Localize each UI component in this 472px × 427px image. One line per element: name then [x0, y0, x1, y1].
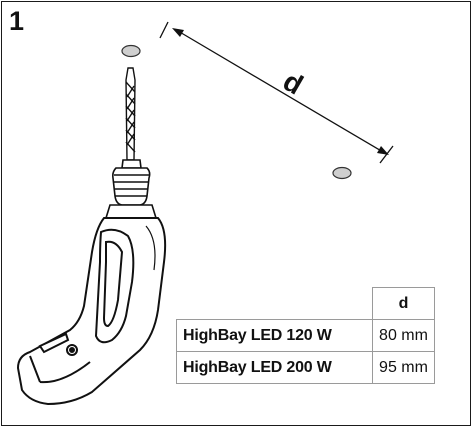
table-cell-model: HighBay LED 200 W: [176, 351, 373, 384]
drill-bit: [125, 67, 136, 161]
table-row: HighBay LED 200 W 95 mm: [176, 351, 435, 384]
drill-body: [16, 217, 167, 406]
table-cell-value: 95 mm: [372, 351, 435, 384]
table-row: HighBay LED 120 W 80 mm: [176, 319, 435, 352]
drill-hole-mark-right: [332, 166, 352, 180]
spec-table: d HighBay LED 120 W 80 mm HighBay LED 20…: [176, 287, 435, 384]
table-cell-model: HighBay LED 120 W: [176, 319, 373, 352]
table-header-row: d: [176, 287, 435, 320]
drill-chuck: [104, 159, 158, 219]
table-cell-value: 80 mm: [372, 319, 435, 352]
step-number: 1: [9, 6, 25, 36]
drill-hole-mark-left: [121, 44, 141, 58]
dimension-line: [159, 21, 394, 164]
dimension-label: d: [278, 65, 308, 100]
table-corner-cell: [176, 287, 373, 320]
table-header-d: d: [372, 287, 435, 320]
